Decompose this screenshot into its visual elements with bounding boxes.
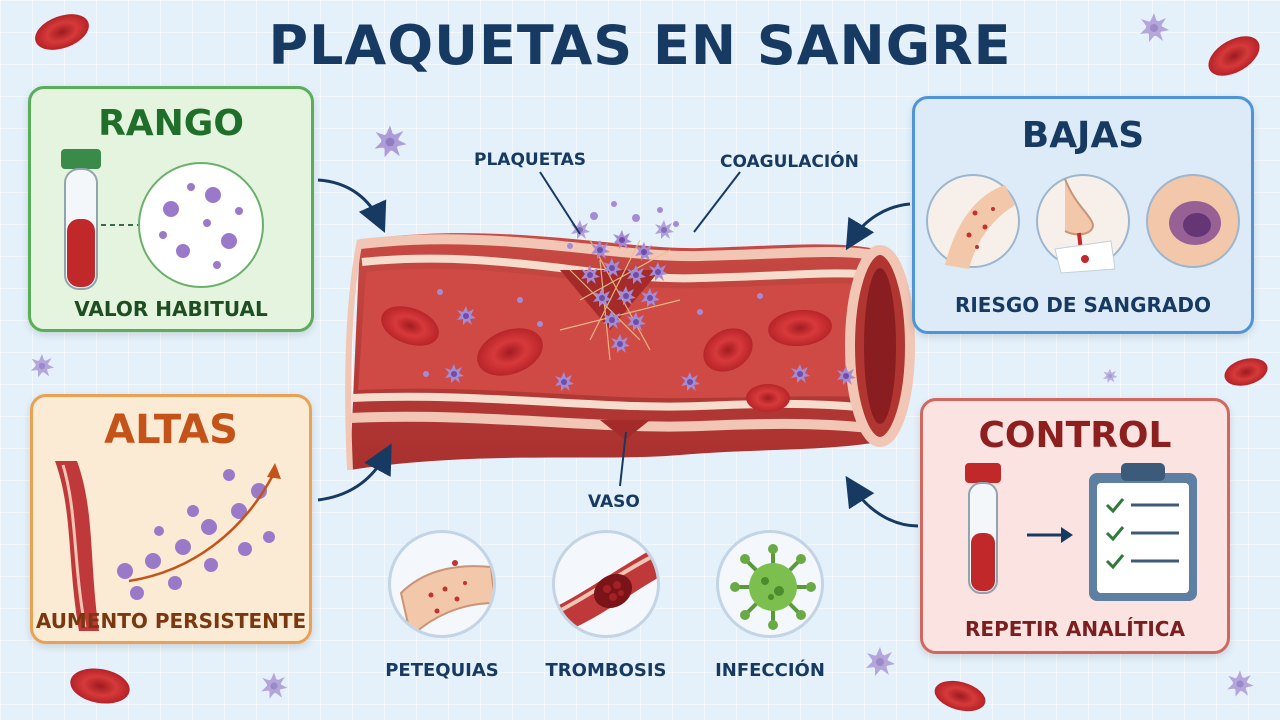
panel-altas: ALTAS AUMENTO PERSISTENTE — [30, 394, 312, 644]
panel-control-caption: REPETIR ANALÍTICA — [965, 617, 1185, 641]
panel-rango-caption: VALOR HABITUAL — [74, 297, 268, 321]
virus-icon — [716, 530, 824, 638]
panel-control: CONTROL REPETIR ANALÍTICA — [920, 398, 1230, 654]
rising-platelets-icon — [55, 461, 281, 631]
clot-vessel-icon — [552, 530, 660, 638]
panel-rango: RANGO VALOR HABITUAL — [28, 86, 314, 332]
panel-bajas-title: BAJAS — [1021, 115, 1145, 156]
page-title: PLAQUETAS EN SANGRE — [268, 14, 1012, 77]
bleeding-signs-icons — [926, 174, 1240, 274]
skin-spots-icon — [388, 530, 496, 638]
panel-bajas: BAJAS RIESGO DE SANGRADO — [912, 96, 1254, 334]
panel-control-title: CONTROL — [978, 415, 1172, 456]
bottom-label-infeccion: INFECCIÓN — [715, 660, 825, 681]
label-coagulacion: COAGULACIÓN — [720, 152, 859, 172]
repeat-test-icon — [965, 463, 1197, 601]
label-plaquetas: PLAQUETAS — [474, 150, 586, 170]
arrow-rango — [317, 178, 387, 233]
panel-altas-title: ALTAS — [104, 407, 238, 453]
arrow-altas — [317, 443, 392, 502]
arrow-control — [845, 475, 919, 528]
panel-rango-title: RANGO — [98, 103, 244, 144]
label-vaso: VASO — [588, 492, 640, 512]
test-tube-platelets-icon — [61, 149, 264, 290]
bottom-label-petequias: PETEQUIAS — [385, 660, 499, 681]
panel-altas-caption: AUMENTO PERSISTENTE — [35, 609, 307, 633]
panel-bajas-caption: RIESGO DE SANGRADO — [954, 293, 1212, 317]
arrow-bajas — [845, 202, 911, 251]
bottom-label-trombosis: TROMBOSIS — [545, 660, 667, 681]
